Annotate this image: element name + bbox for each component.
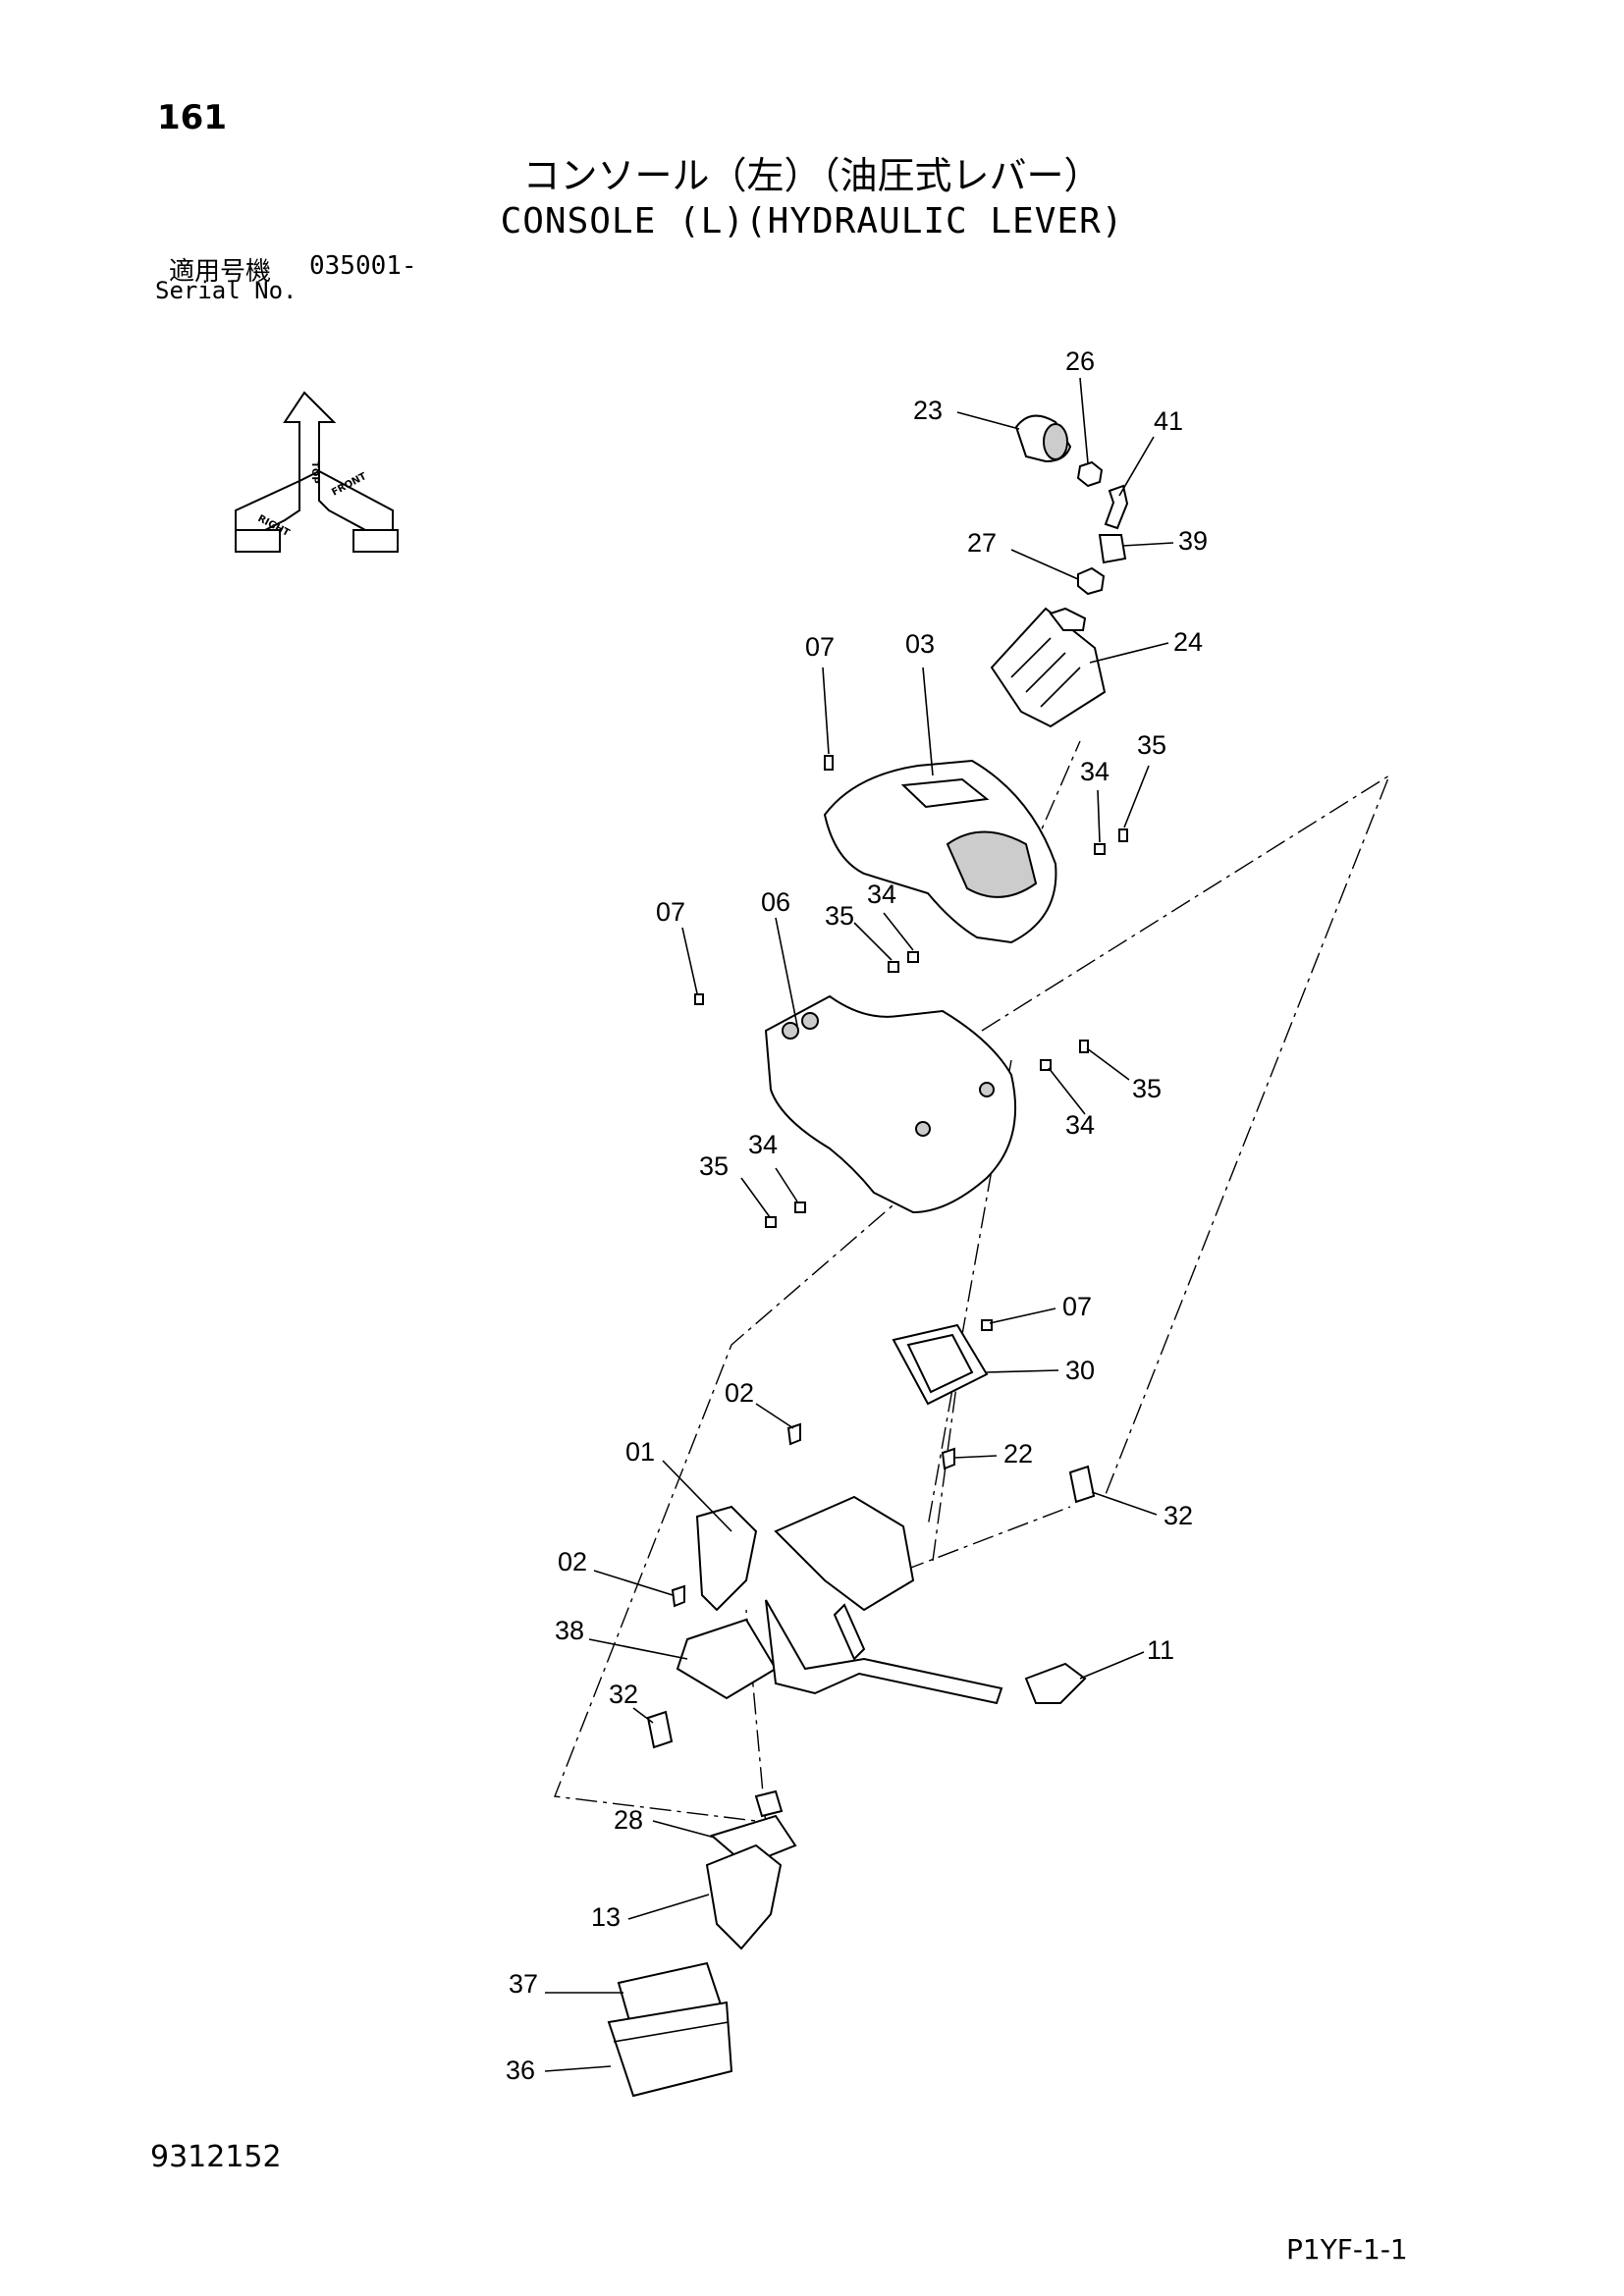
callout-35-upper-right: 35	[1137, 730, 1166, 760]
part-22-bolt	[941, 1447, 955, 1470]
part-41-bracket	[1104, 484, 1129, 530]
part-36-37-bellows	[607, 1961, 733, 2098]
callout-24: 24	[1173, 627, 1203, 657]
callout-37: 37	[509, 1969, 538, 1999]
part-03-upper-cover	[823, 759, 1057, 944]
part-35-clip-a	[1118, 828, 1128, 842]
part-32-plate-a	[1068, 1465, 1096, 1504]
page-title-japanese: コンソール（左）（油圧式レバー）	[522, 154, 1102, 197]
callout-07-lower: 07	[1062, 1292, 1092, 1321]
callout-07-upper: 07	[805, 632, 835, 662]
part-34-screw-a	[1094, 843, 1106, 855]
callout-32-right: 32	[1164, 1501, 1193, 1530]
callout-34-lower-left: 34	[748, 1130, 778, 1159]
serial-label-english: Serial No.	[155, 277, 298, 304]
orientation-indicator: TOP RIGHT FRONT	[235, 391, 399, 553]
callout-32-left: 32	[609, 1680, 638, 1709]
part-13-valve	[705, 1789, 797, 1950]
callout-07-middle: 07	[656, 897, 685, 927]
callout-28: 28	[614, 1805, 643, 1835]
part-35-clip-d	[765, 1216, 777, 1228]
part-01-stand	[676, 1495, 1003, 1705]
callout-30: 30	[1065, 1356, 1095, 1385]
part-32-plate-b	[646, 1710, 674, 1749]
callout-13: 13	[591, 1902, 621, 1932]
callout-22: 22	[1003, 1439, 1033, 1468]
callout-11: 11	[1147, 1635, 1174, 1665]
part-07-screw-c	[981, 1319, 993, 1331]
part-07-screw-b	[694, 993, 704, 1005]
callout-35-upper-left: 35	[825, 901, 854, 931]
callout-27: 27	[967, 528, 997, 558]
sheet-code: P1YF-1-1	[1286, 2233, 1408, 2266]
callout-01: 01	[625, 1437, 655, 1467]
callout-34-upper-right: 34	[1080, 757, 1110, 786]
page-number: 161	[157, 98, 227, 137]
callout-36: 36	[506, 2056, 535, 2085]
callout-34-lower-right: 34	[1065, 1110, 1095, 1140]
part-30-frame	[892, 1323, 989, 1406]
part-34-screw-d	[794, 1201, 806, 1213]
part-07-screw-a	[824, 755, 834, 771]
callout-02-upper: 02	[725, 1378, 754, 1408]
part-06-lower-cover	[764, 994, 1017, 1214]
callout-06: 06	[761, 887, 790, 917]
serial-label-japanese: 適用号機	[169, 257, 272, 287]
callout-35-lower-left: 35	[699, 1151, 729, 1181]
part-11-grip	[1024, 1662, 1087, 1704]
part-34-screw-b	[907, 951, 919, 963]
orientation-top-label: TOP	[309, 461, 320, 484]
callout-39: 39	[1178, 526, 1208, 556]
part-27-nut	[1077, 566, 1106, 596]
drawing-number: 9312152	[150, 2140, 282, 2174]
leader-lines	[544, 377, 1174, 2072]
part-02-bolt-b	[671, 1584, 685, 1608]
callout-38: 38	[555, 1616, 584, 1645]
part-26-nut	[1076, 460, 1104, 488]
page-title-english: CONSOLE (L)(HYDRAULIC LEVER)	[500, 201, 1124, 241]
callout-labels: 26 23 41 39 27 24 07 03 35 34 07 06 34 3…	[506, 347, 1208, 2085]
callout-02-lower: 02	[558, 1547, 587, 1576]
serial-number-value: 035001-	[309, 251, 417, 281]
callout-34-upper-left: 34	[867, 880, 896, 909]
part-35-clip-b	[888, 961, 899, 973]
callout-41: 41	[1154, 406, 1183, 436]
part-24-boot	[990, 607, 1107, 728]
callout-35-lower-right: 35	[1132, 1074, 1162, 1103]
part-39-spacer	[1098, 534, 1127, 564]
callout-03: 03	[905, 629, 935, 659]
part-02-bolt-a	[786, 1422, 801, 1446]
part-23-knob	[1014, 414, 1072, 463]
part-35-clip-c	[1079, 1040, 1089, 1053]
callout-26: 26	[1065, 347, 1095, 376]
callout-23: 23	[913, 396, 943, 425]
